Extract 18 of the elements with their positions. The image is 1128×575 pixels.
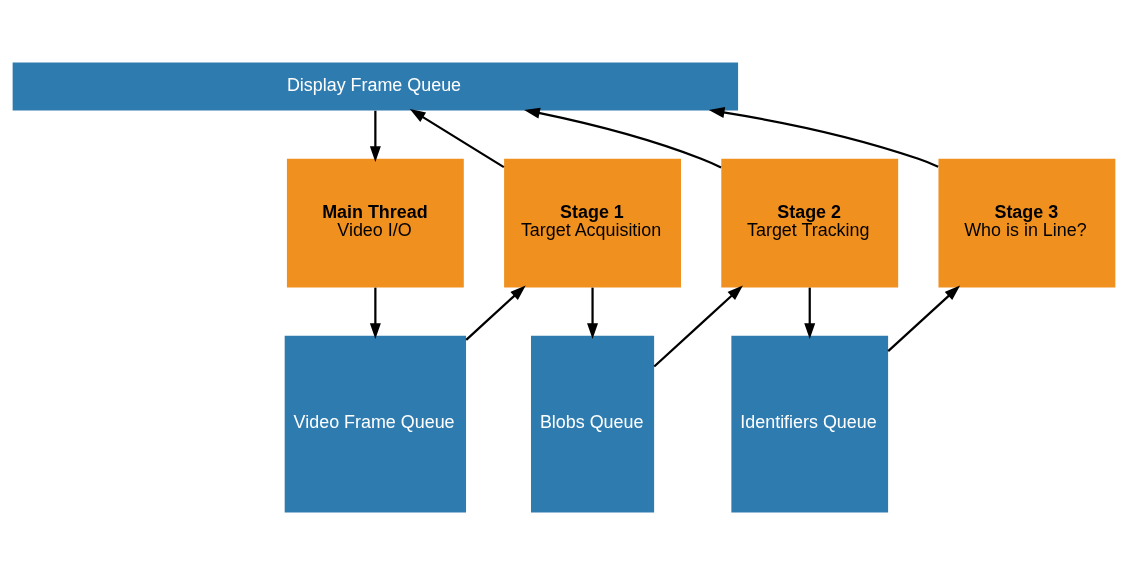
arrow bbox=[708, 107, 939, 168]
arrow bbox=[524, 107, 722, 169]
node-box: Stage 1 Target Acquisition bbox=[504, 158, 681, 288]
node-box: Video Frame Queue bbox=[284, 335, 467, 513]
arrow bbox=[369, 287, 381, 339]
node-box: Display Frame Queue bbox=[12, 62, 739, 111]
arrow bbox=[409, 108, 505, 169]
node-box: Identifiers Queue bbox=[731, 335, 889, 513]
arrow bbox=[887, 285, 961, 352]
arrow bbox=[804, 287, 816, 339]
arrow bbox=[653, 285, 743, 368]
arrow bbox=[465, 285, 526, 341]
node-box: Blobs Queue bbox=[530, 335, 655, 513]
node-box: Main Thread Video I/O bbox=[286, 158, 464, 288]
arrow bbox=[369, 110, 381, 162]
node-box: Stage 2 Target Tracking bbox=[721, 158, 899, 288]
arrow bbox=[587, 287, 599, 339]
node-box: Stage 3 Who is in Line? bbox=[938, 158, 1116, 288]
